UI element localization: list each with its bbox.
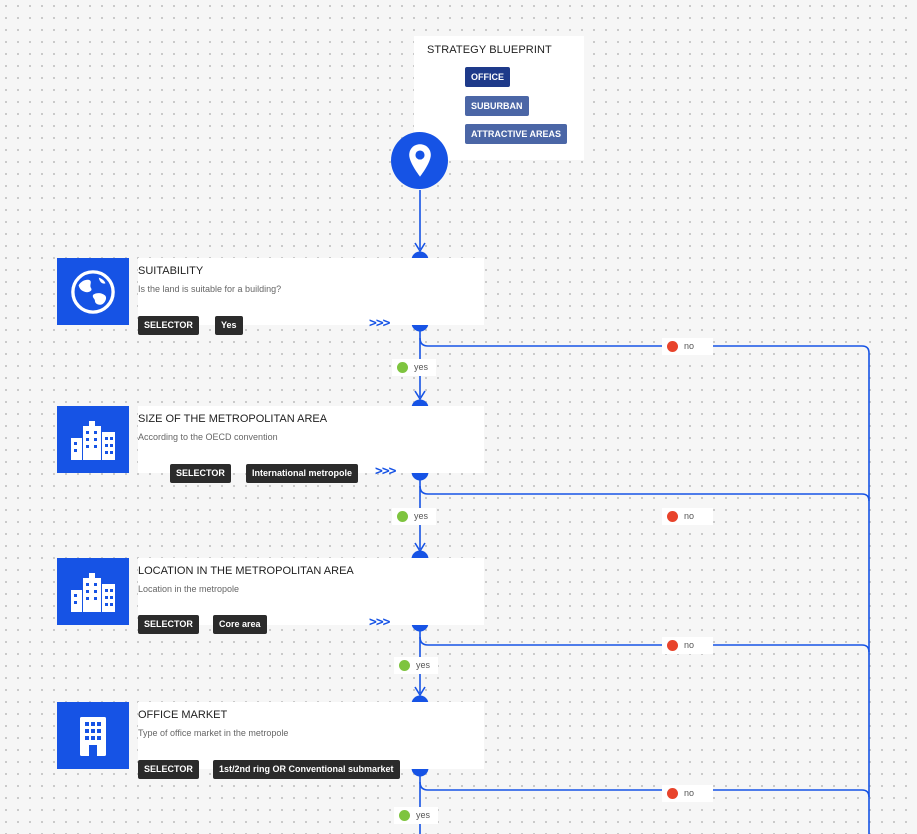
- step-title: OFFICE MARKET: [138, 709, 228, 721]
- value-chip[interactable]: 1st/2nd ring OR Conventional submarket: [213, 760, 400, 779]
- tag-office[interactable]: OFFICE: [465, 67, 510, 87]
- city-icon: [57, 558, 129, 625]
- no-label[interactable]: no: [662, 785, 713, 802]
- yes-label[interactable]: yes: [392, 359, 437, 376]
- no-text: no: [684, 788, 695, 798]
- step-card-suitability[interactable]: SUITABILITY Is the land is suitable for …: [138, 258, 484, 325]
- selector-chip[interactable]: SELECTOR: [170, 464, 231, 483]
- output-arrows: >>>: [375, 464, 397, 479]
- no-dot-icon: [667, 640, 678, 651]
- office-building-icon: [57, 702, 129, 769]
- step-subtitle: Is the land is suitable for a building?: [138, 284, 282, 294]
- output-arrows: >>>: [369, 316, 391, 331]
- step-title: SUITABILITY: [138, 265, 204, 277]
- yes-text: yes: [414, 511, 429, 521]
- no-dot-icon: [667, 341, 678, 352]
- yes-label[interactable]: yes: [394, 657, 439, 674]
- no-branch-line: [419, 636, 870, 653]
- no-text: no: [684, 341, 695, 351]
- globe-icon: [57, 258, 129, 325]
- yes-dot-icon: [397, 511, 408, 522]
- value-chip[interactable]: Core area: [213, 615, 267, 634]
- no-text: no: [684, 640, 695, 650]
- yes-label[interactable]: yes: [394, 807, 439, 824]
- tag-attractive-areas[interactable]: ATTRACTIVE AREAS: [465, 124, 567, 144]
- step-title: LOCATION IN THE METROPOLITAN AREA: [138, 565, 354, 577]
- no-branch-line: [419, 781, 870, 798]
- output-arrows: >>>: [369, 615, 391, 630]
- arrowhead-icon: [414, 390, 426, 401]
- value-chip[interactable]: International metropole: [246, 464, 359, 483]
- blueprint-title: STRATEGY BLUEPRINT: [427, 44, 552, 56]
- no-label[interactable]: no: [662, 338, 713, 355]
- yes-dot-icon: [399, 810, 410, 821]
- yes-text: yes: [414, 362, 429, 372]
- no-label[interactable]: no: [662, 637, 713, 654]
- step-subtitle: Type of office market in the metropole: [138, 728, 289, 738]
- strategy-blueprint-card[interactable]: STRATEGY BLUEPRINT OFFICE SUBURBAN ATTRA…: [414, 36, 584, 160]
- selector-chip[interactable]: SELECTOR: [138, 615, 199, 634]
- yes-text: yes: [416, 810, 431, 820]
- step-subtitle: According to the OECD convention: [138, 432, 278, 442]
- tag-suburban[interactable]: SUBURBAN: [465, 96, 529, 116]
- no-branch-line: [419, 485, 870, 502]
- map-pin-icon[interactable]: [391, 132, 448, 189]
- step-card-metropolitan-location[interactable]: LOCATION IN THE METROPOLITAN AREA Locati…: [138, 558, 484, 625]
- selector-chip[interactable]: SELECTOR: [138, 760, 199, 779]
- step-subtitle: Location in the metropole: [138, 584, 240, 594]
- no-dot-icon: [667, 788, 678, 799]
- selector-chip[interactable]: SELECTOR: [138, 316, 199, 335]
- step-title: SIZE OF THE METROPOLITAN AREA: [138, 413, 328, 425]
- step-card-metropolitan-size[interactable]: SIZE OF THE METROPOLITAN AREA According …: [138, 406, 484, 473]
- arrowhead-icon: [414, 242, 426, 253]
- yes-label[interactable]: yes: [392, 508, 437, 525]
- city-icon: [57, 406, 129, 473]
- yes-dot-icon: [399, 660, 410, 671]
- no-dot-icon: [667, 511, 678, 522]
- no-text: no: [684, 511, 695, 521]
- no-branch-line: [419, 337, 870, 834]
- no-label[interactable]: no: [662, 508, 713, 525]
- yes-text: yes: [416, 660, 431, 670]
- arrowhead-icon: [414, 686, 426, 697]
- yes-dot-icon: [397, 362, 408, 373]
- step-card-office-market[interactable]: OFFICE MARKET Type of office market in t…: [138, 702, 484, 769]
- value-chip[interactable]: Yes: [215, 316, 243, 335]
